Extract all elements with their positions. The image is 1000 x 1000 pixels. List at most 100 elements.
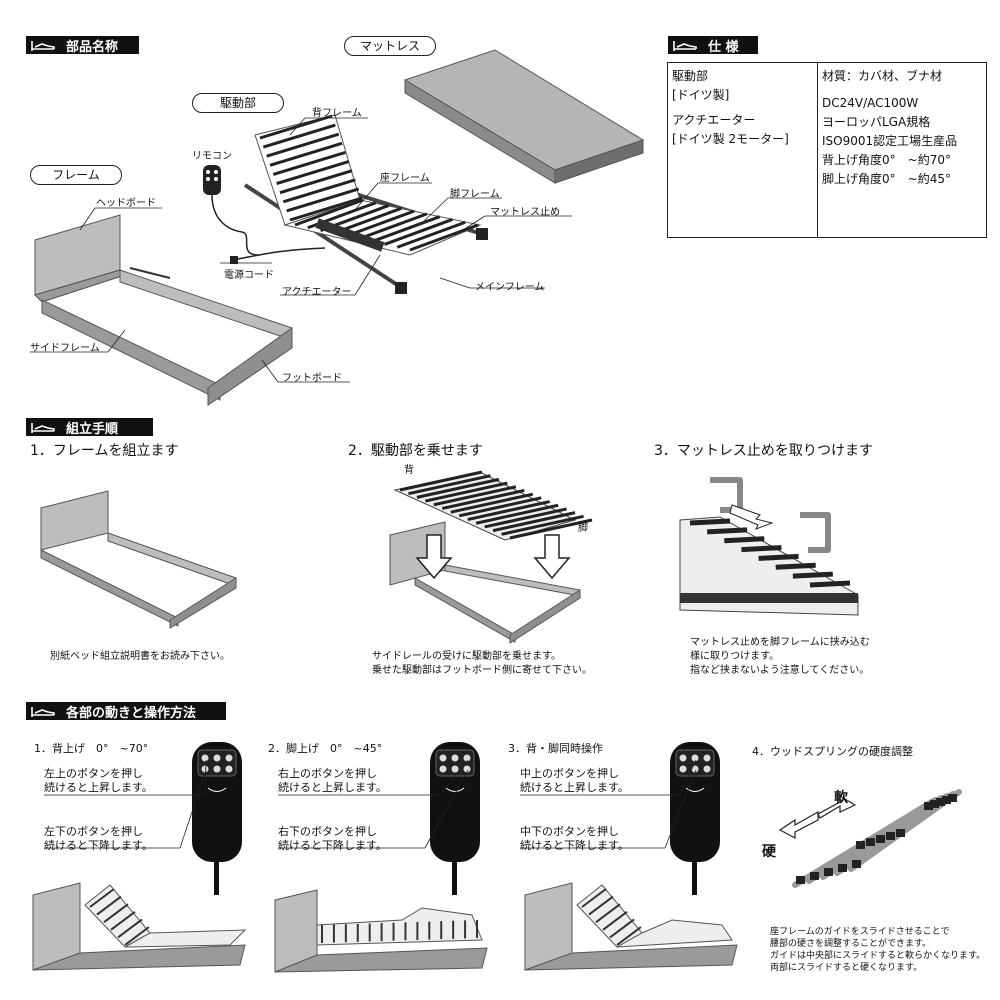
op3-down-2: 続けると下降します。: [520, 839, 629, 852]
slat: [425, 481, 508, 503]
remote-label: リモコン: [192, 151, 232, 162]
spec-header-text: 仕 様: [708, 39, 739, 55]
slat: [371, 215, 441, 244]
slat: [741, 545, 782, 553]
slat: [595, 903, 621, 924]
mattress-illustration: [403, 49, 645, 184]
parts-header-text: 部品名称: [66, 39, 119, 55]
spring-guide: [856, 841, 865, 849]
bed-frame-illustration: [34, 214, 293, 406]
bed-both-up-illustration: [524, 882, 738, 971]
soft-label: 軟: [834, 790, 848, 806]
op1-down-2: 続けると下降します。: [44, 839, 153, 852]
op3-title: 3．背・脚同時操作: [508, 742, 603, 755]
spec-material: 材質：カバ材、ブナ材: [822, 69, 943, 83]
spring-guide: [866, 838, 875, 846]
slat: [775, 562, 816, 570]
slat: [707, 527, 748, 535]
spring-guide: [930, 800, 939, 808]
slat: [467, 500, 551, 522]
op1-title: 1．背上げ 0° ~70°: [34, 742, 149, 755]
spring-guide: [948, 794, 957, 802]
spec-drive-label: 駆動部: [672, 69, 709, 83]
slat: [792, 571, 833, 579]
step1-frame-illustration: [40, 490, 237, 629]
slat: [450, 492, 534, 514]
spec-power: DC24V/AC100W: [822, 96, 919, 110]
slat: [103, 903, 129, 924]
drive-pill: 駆動部: [192, 93, 284, 113]
spring-guide: [936, 798, 945, 806]
spec-actuator-label: アクチエーター: [672, 113, 756, 127]
spec-header: 仕 様: [668, 36, 758, 55]
step3-title: 3．マットレス止めを取りつけます: [654, 443, 874, 459]
bed-leg-up-illustration: [274, 889, 488, 973]
spring-guide: [810, 872, 819, 880]
assembly-header: 組立手順: [26, 418, 153, 437]
step3-note-3: 指など挟まないよう注意してください。: [690, 665, 870, 676]
slat: [358, 212, 428, 241]
leader-lines: [30, 117, 572, 383]
spec-standard: ヨーロッパLGA規格: [822, 115, 931, 129]
headboard-label: ヘッドボード: [96, 198, 156, 209]
op1-up-1: 左上のボタンを押し: [44, 767, 143, 780]
seat-frame-label: 座フレーム: [380, 173, 430, 184]
op2-down-2: 続けると下降します。: [278, 839, 387, 852]
op3-up-1: 中上のボタンを押し: [520, 767, 619, 780]
spec-drive-origin: [ドイツ製]: [672, 88, 730, 102]
slat: [475, 503, 559, 525]
down-arrow-icon: [415, 534, 571, 580]
op3-down-1: 中下のボタンを押し: [520, 825, 619, 838]
operation-leader-lines: [44, 759, 697, 849]
slat: [399, 470, 483, 492]
back-frame-label: 背フレーム: [312, 108, 362, 119]
op1-up-2: 続けると上昇します。: [44, 781, 153, 794]
side-frame-label: サイドフレーム: [30, 343, 100, 354]
step1-title: 1．フレームを組立ます: [30, 443, 179, 459]
remote-control-icon: [430, 742, 480, 895]
spec-right-cell: 材質：カバ材、ブナ材 DC24V/AC100W ヨーロッパLGA規格 ISO90…: [817, 62, 987, 238]
actuator-label: アクチエーター: [282, 287, 352, 298]
op1-down-1: 左下のボタンを押し: [44, 825, 143, 838]
slat: [501, 514, 584, 536]
slat: [383, 218, 453, 246]
op4-title: 4．ウッドスプリングの硬度調整: [752, 745, 913, 758]
slat: [724, 536, 765, 544]
slat: [616, 926, 642, 946]
slat: [581, 888, 607, 908]
main-frame-label: メインフレーム: [475, 282, 545, 293]
operation-header: 各部の動きと操作方法: [26, 702, 226, 721]
slat: [117, 918, 143, 939]
spring-guide: [796, 876, 805, 884]
mattress-stop-label: マットレス止め: [490, 207, 560, 218]
step3-illustration: [679, 477, 859, 616]
spring-guide: [886, 832, 895, 840]
slat: [294, 198, 364, 227]
slat: [509, 518, 593, 540]
slat: [416, 477, 500, 499]
parts-header: 部品名称: [26, 36, 139, 55]
op2-down-1: 右下のボタンを押し: [278, 825, 377, 838]
slat: [758, 553, 799, 561]
slat: [89, 888, 115, 908]
op2-up-2: 続けると上昇します。: [278, 781, 387, 794]
op4-note-1: 座フレームのガイドをスライドさせることで: [770, 927, 950, 937]
slat: [124, 926, 150, 946]
slat: [269, 141, 343, 167]
op2-up-1: 右上のボタンを押し: [278, 767, 377, 780]
footboard-label: フットボード: [282, 373, 342, 384]
spec-iso: ISO9001認定工場生産品: [822, 134, 958, 148]
spec-actuator-origin: [ドイツ製 2モーター]: [672, 132, 789, 146]
spec-leg-angle: 脚上げ角度0° ~約45°: [822, 172, 951, 186]
spring-guide: [924, 802, 933, 810]
operation-header-text: 各部の動きと操作方法: [66, 705, 197, 721]
slat: [289, 196, 363, 222]
bed-icon: [31, 423, 55, 433]
remote-control-icon: [203, 165, 259, 256]
spec-table: 駆動部 [ドイツ製] アクチエーター [ドイツ製 2モーター] 材質：カバ材、ブ…: [667, 62, 987, 238]
slat: [602, 910, 628, 931]
bed-icon: [673, 41, 697, 51]
op4-note-2: 腰部の硬さを調整することができます。: [770, 939, 932, 949]
slat: [282, 178, 356, 204]
step2-leg-label: 脚: [578, 523, 588, 534]
